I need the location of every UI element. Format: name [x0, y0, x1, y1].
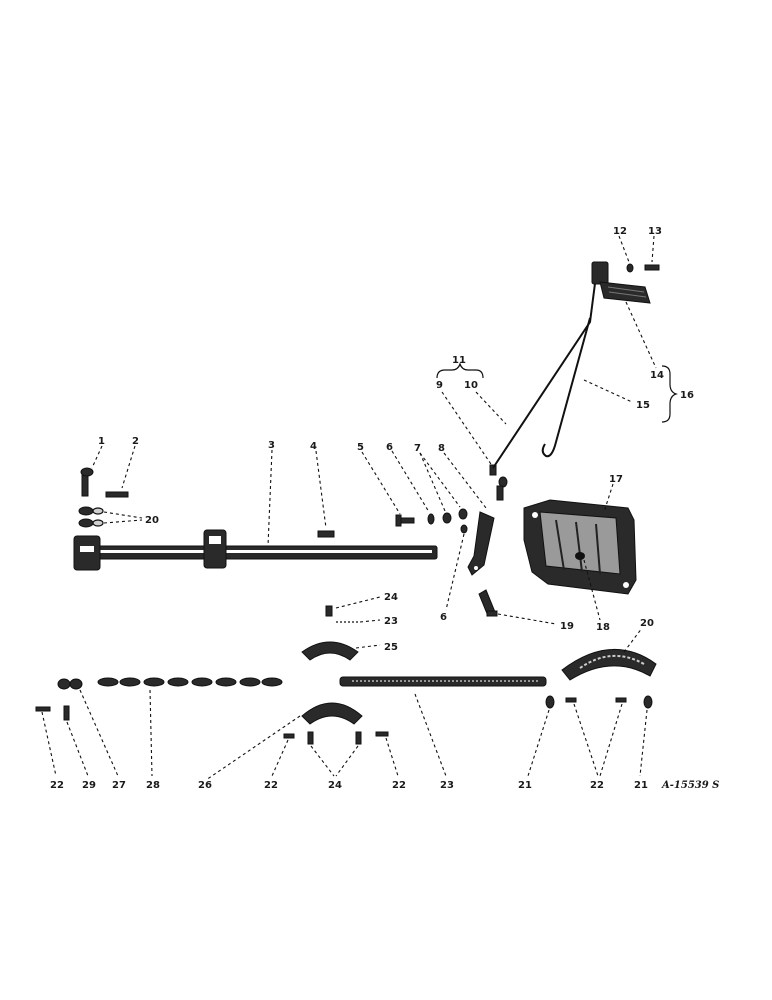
- part-21-nut-a: [545, 695, 555, 709]
- callout-1: 1: [98, 436, 105, 447]
- part-29-quadrant: [561, 648, 657, 681]
- part-6-washer: [427, 513, 435, 525]
- callout-18: 18: [596, 622, 610, 633]
- part-8-lever: [467, 511, 495, 576]
- part-25-shoe: [301, 641, 359, 661]
- callout-12: 12: [613, 226, 627, 237]
- callout-4: 4: [310, 441, 317, 452]
- callout-21a: 21: [518, 780, 532, 791]
- callout-24b: 24: [328, 780, 342, 791]
- callout-17: 17: [609, 474, 623, 485]
- callout-20: 20: [145, 515, 159, 526]
- part-24-bolt: [325, 605, 333, 617]
- part-7-nut-b: [458, 508, 468, 520]
- callout-11: 11: [452, 355, 466, 366]
- callout-19: 19: [560, 621, 574, 632]
- part-14-pedal: [591, 261, 651, 304]
- callout-5: 5: [357, 442, 364, 453]
- callout-23: 23: [384, 616, 398, 627]
- callout-21b: 21: [634, 780, 648, 791]
- part-4-key: [317, 530, 335, 538]
- callout-26: 26: [198, 780, 212, 791]
- callout-16: 16: [680, 390, 694, 401]
- part-28-chain: [97, 677, 283, 687]
- callout-15: 15: [636, 400, 650, 411]
- part-1-pin: [80, 467, 94, 497]
- callout-25: 25: [384, 642, 398, 653]
- callout-22b: 22: [264, 780, 278, 791]
- callout-23b: 23: [440, 780, 454, 791]
- part-12-washer: [626, 263, 634, 273]
- part-24-bolt-a: [307, 731, 314, 745]
- callout-10: 10: [464, 380, 478, 391]
- callout-14: 14: [650, 370, 664, 381]
- callout-29b: 22: [392, 780, 406, 791]
- part-29-cotter-b: [375, 731, 389, 737]
- part-23-rack-bar: [339, 676, 547, 687]
- part-2-key: [105, 491, 129, 498]
- part-22-pin-d: [615, 697, 627, 703]
- part-13-bolt: [644, 264, 660, 271]
- callout-22a: 22: [50, 780, 64, 791]
- drawing-code: A-15539 S: [661, 780, 719, 791]
- part-7-nut-a: [442, 512, 452, 524]
- callout-2: 2: [132, 436, 139, 447]
- callout-29: 20: [640, 618, 654, 629]
- part-17-housing: [523, 499, 637, 595]
- part-6-washer-b: [460, 524, 468, 534]
- part-27-clevis: [57, 678, 83, 690]
- part-19-pin: [478, 589, 498, 617]
- callout-29a: 29: [82, 780, 96, 791]
- part-24-bolt-b: [355, 731, 362, 745]
- part-10-rod: [492, 267, 598, 469]
- callout-3: 3: [268, 440, 275, 451]
- callout-28: 28: [146, 780, 160, 791]
- part-22-pin-c: [565, 697, 577, 703]
- callout-6: 6: [386, 442, 393, 453]
- part-5-bolt: [395, 514, 415, 527]
- part-9-clevis: [489, 464, 508, 501]
- callout-24: 24: [384, 592, 398, 603]
- part-21-nut-b: [643, 695, 653, 709]
- part-20-washers: [78, 506, 104, 528]
- part-15-hook-rod: [541, 317, 591, 458]
- part-29-cotter-a: [63, 705, 70, 721]
- callout-6b: 6: [440, 612, 447, 623]
- part-22-pin-b: [283, 733, 295, 739]
- part-22-pin-a: [35, 706, 51, 712]
- callout-8: 8: [438, 443, 445, 454]
- callout-13: 13: [648, 226, 662, 237]
- callout-7: 7: [414, 443, 421, 454]
- part-26-shoe: [301, 702, 363, 725]
- part-3-shaft: [73, 529, 438, 571]
- callout-9: 9: [436, 380, 443, 391]
- callout-22d: 22: [590, 780, 604, 791]
- callout-27: 27: [112, 780, 126, 791]
